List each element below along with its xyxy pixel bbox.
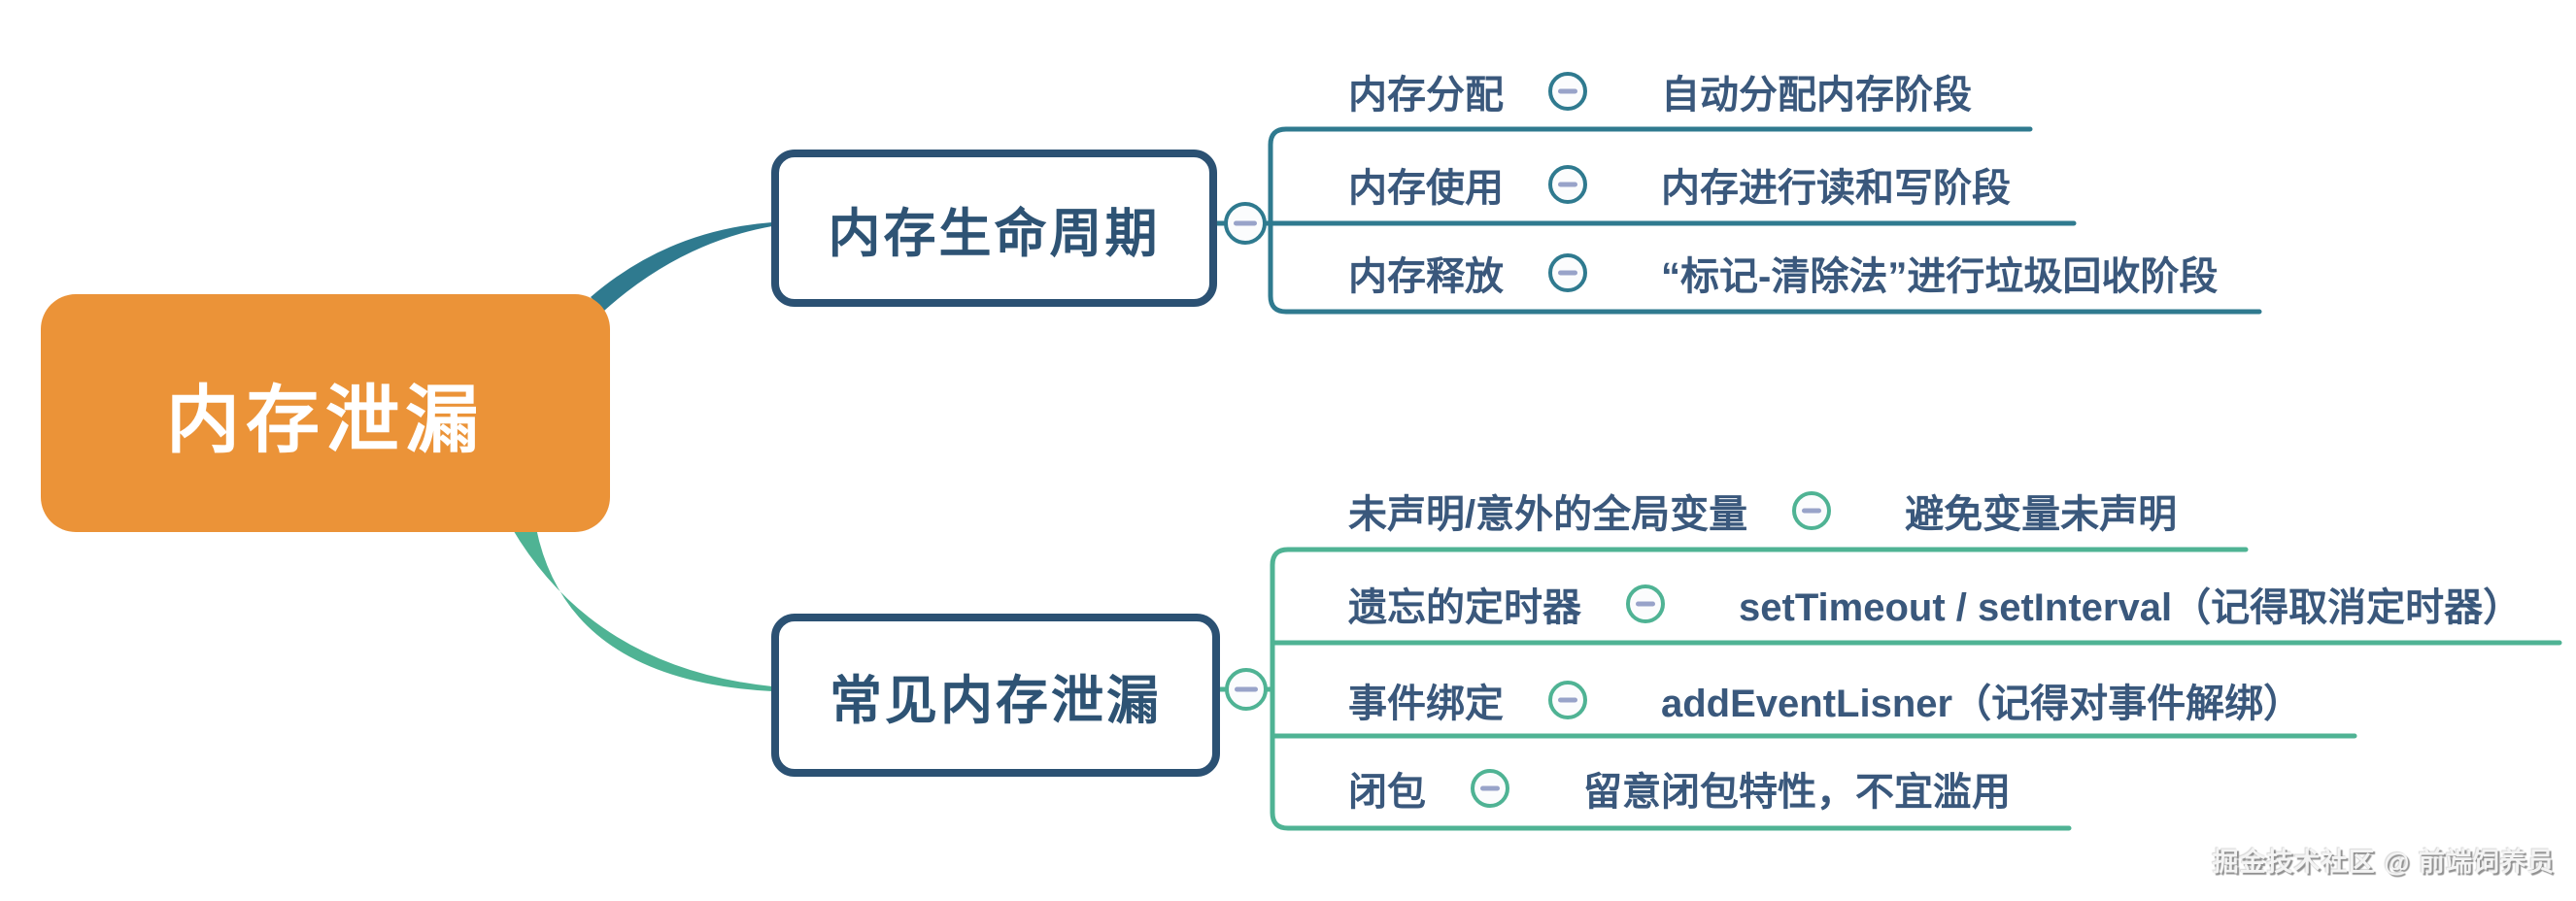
minus-icon [1558,270,1577,276]
mindmap-row: 内存分配 自动分配内存阶段 [1348,62,1972,120]
collapse-toggle[interactable] [1548,681,1587,719]
branch-node-memory-lifecycle[interactable]: 内存生命周期 [771,150,1217,307]
mindmap-row: 事件绑定 addEventLisner（记得对事件解绑） [1348,671,2302,729]
minus-icon [1558,697,1577,703]
branch2-bracket [1217,547,2562,831]
minus-icon [1802,508,1822,514]
minus-icon [1636,601,1655,607]
child-node-label[interactable]: 内存分配 [1348,74,1504,117]
mindmap-row: 内存使用 内存进行读和写阶段 [1348,155,2011,214]
leaf-node-label[interactable]: “标记-清除法”进行垃圾回收阶段 [1661,255,2219,298]
collapse-toggle[interactable] [1471,769,1509,808]
collapse-toggle[interactable] [1548,165,1587,204]
root-node-label: 内存泄漏 [166,379,485,462]
leaf-node-label[interactable]: addEventLisner（记得对事件解绑） [1661,683,2303,725]
leaf-node-label[interactable]: 留意闭包特性，不宜滥用 [1583,771,2011,814]
minus-icon [1480,785,1500,791]
child-node-label[interactable]: 闭包 [1348,771,1426,814]
leaf-node-label[interactable]: 自动分配内存阶段 [1661,74,1972,117]
child-node-label[interactable]: 内存释放 [1348,255,1504,298]
mindmap-row: 未声明/意外的全局变量 避免变量未声明 [1348,482,2177,540]
branch-node-common-leaks[interactable]: 常见内存泄漏 [771,614,1220,777]
branch1-collapse-toggle[interactable] [1224,202,1267,245]
branch2-collapse-toggle[interactable] [1225,668,1268,711]
leaf-node-label[interactable]: 避免变量未声明 [1905,493,2178,536]
mindmap-row: 遗忘的定时器 setTimeout / setInterval（记得取消定时器） [1348,575,2522,633]
minus-icon [1558,88,1577,94]
child-node-label[interactable]: 遗忘的定时器 [1348,586,1581,629]
watermark: 掘金技术社区 @ 前端饲养员 [2212,848,2555,877]
root-node[interactable]: 内存泄漏 [41,294,610,532]
root-to-branch1-curve [591,222,772,311]
mindmap-row: 闭包 留意闭包特性，不宜滥用 [1348,759,2011,818]
branch2-title: 常见内存泄漏 [830,668,1162,731]
leaf-node-label[interactable]: setTimeout / setInterval（记得取消定时器） [1739,586,2523,629]
branch1-title: 内存生命周期 [828,201,1161,264]
collapse-toggle[interactable] [1626,584,1665,623]
child-node-label[interactable]: 内存使用 [1348,167,1504,210]
child-node-label[interactable]: 未声明/意外的全局变量 [1348,493,1748,536]
child-node-label[interactable]: 事件绑定 [1348,683,1504,725]
collapse-toggle[interactable] [1548,72,1587,111]
leaf-node-label[interactable]: 内存进行读和写阶段 [1661,167,2011,210]
collapse-toggle[interactable] [1548,253,1587,292]
minus-icon [1558,182,1577,187]
mindmap-row: 内存释放 “标记-清除法”进行垃圾回收阶段 [1348,244,2218,302]
collapse-toggle[interactable] [1792,491,1832,530]
minus-icon [1234,220,1257,226]
root-to-branch2-curve [512,528,772,691]
minus-icon [1235,686,1258,692]
